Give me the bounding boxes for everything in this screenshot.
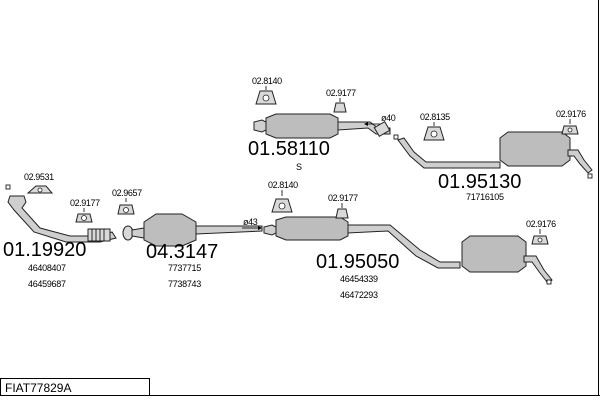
fitting-9531-label: 02.9531 [24, 172, 54, 182]
alt-middle-silencer[interactable] [253, 113, 391, 139]
outlet-square-icon [587, 173, 593, 179]
alt-middle-silencer-code: 01.58110 [248, 138, 330, 160]
hanger-9657-icon[interactable] [117, 198, 135, 215]
front-pipe[interactable] [7, 195, 117, 243]
clamp-9177-c-icon[interactable] [335, 203, 349, 219]
rear-silencer-code: 01.95130 [438, 171, 521, 193]
fitting-9176-a-label: 02.9176 [556, 109, 586, 119]
diameter-43-label: ø43 [243, 217, 258, 227]
reference-box: FIAT77829A [0, 378, 150, 396]
hanger-9176-a-icon[interactable] [561, 119, 579, 135]
tailpipe-square-icon [546, 279, 552, 285]
clamp-9177-a-icon[interactable] [75, 208, 93, 223]
fitting-9177-c-label: 02.9177 [328, 193, 358, 203]
middle-silencer-oem-1: 46454339 [340, 274, 378, 284]
front-pipe-oem-2: 46459687 [28, 279, 66, 289]
gasket-9531-icon[interactable] [26, 185, 54, 194]
hanger-8140-b-icon[interactable] [271, 190, 293, 213]
middle-silencer-oem-2: 46472293 [340, 290, 378, 300]
fitting-8140-a-label: 02.8140 [252, 76, 282, 86]
hanger-8135-icon[interactable] [423, 122, 445, 141]
hanger-9176-b-icon[interactable] [531, 229, 549, 245]
frame-bottom-line [150, 395, 600, 396]
fitting-9177-b-label: 02.9177 [326, 88, 356, 98]
fitting-9657-label: 02.9657 [112, 188, 142, 198]
fitting-8135-label: 02.8135 [420, 112, 450, 122]
hanger-8140-a-icon[interactable] [255, 86, 277, 105]
fitting-9177-a-label: 02.9177 [70, 198, 100, 208]
reference-label: FIAT77829A [5, 381, 72, 395]
fitting-8140-b-label: 02.8140 [268, 180, 298, 190]
inlet-square-icon [393, 134, 399, 140]
front-pipe-oem-1: 46408407 [28, 263, 66, 273]
flange-square-icon [5, 184, 11, 190]
frame-right-line [598, 0, 599, 396]
catalyst-oem-1: 7737715 [168, 263, 201, 273]
flex-joint [87, 228, 111, 242]
middle-silencer[interactable] [263, 216, 461, 269]
catalyst[interactable] [122, 213, 263, 247]
fitting-9176-b-label: 02.9176 [526, 219, 556, 229]
rear-silencer[interactable] [397, 131, 593, 174]
catalyst-code: 04.3147 [146, 241, 218, 263]
diameter-40-label: ø40 [381, 113, 396, 123]
catalyst-oem-2: 7738743 [168, 279, 201, 289]
rear-silencer-oem-1: 71716105 [466, 192, 504, 202]
front-pipe-code: 01.19920 [3, 239, 86, 261]
alt-middle-silencer-note: S [296, 162, 302, 172]
middle-silencer-code: 01.95050 [316, 251, 399, 273]
clamp-9177-b-icon[interactable] [333, 98, 347, 113]
